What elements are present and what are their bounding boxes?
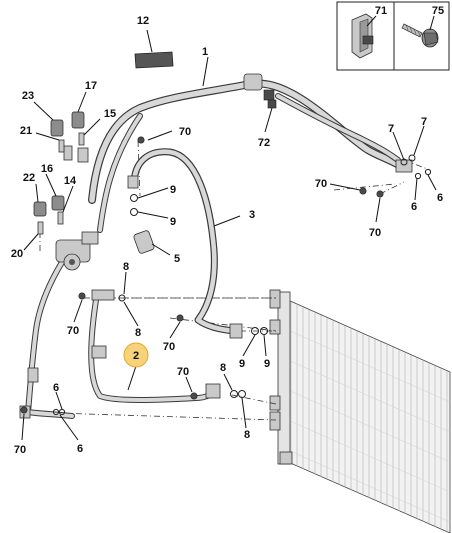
callout-7-a: 7 (388, 123, 394, 135)
callout-21: 21 (20, 125, 32, 137)
callout-6-a: 6 (411, 201, 417, 213)
callout-9-a: 9 (170, 184, 176, 196)
callout-20: 20 (11, 248, 23, 260)
callout-6-b: 6 (437, 192, 443, 204)
callout-3: 3 (249, 209, 255, 221)
callout-12: 12 (137, 15, 149, 27)
callout-5: 5 (174, 253, 180, 265)
hose-part-1 (88, 73, 413, 233)
callout-23: 23 (22, 90, 34, 102)
callout-8-d: 8 (244, 429, 250, 441)
screw-icon (401, 23, 439, 48)
callout-72: 72 (258, 137, 270, 149)
callout-75: 75 (432, 5, 444, 17)
compressor-fittings (55, 145, 155, 271)
condenser (269, 289, 451, 533)
callout-6-c: 6 (53, 382, 59, 394)
callout-labels: 1 2 3 5 6 6 6 6 7 7 8 8 8 8 9 9 9 9 12 1… (11, 5, 444, 456)
callout-9-b: 9 (170, 216, 176, 228)
callout-9-c: 9 (239, 358, 245, 370)
callout-9-d: 9 (264, 358, 270, 370)
callout-1: 1 (202, 46, 208, 58)
callout-8-a: 8 (123, 261, 129, 273)
callout-2-highlight (123, 342, 149, 368)
callout-71: 71 (375, 5, 387, 17)
small-parts (20, 99, 432, 416)
callout-17: 17 (85, 80, 97, 92)
callout-70-c: 70 (369, 227, 381, 239)
callout-70-g: 70 (14, 444, 26, 456)
callout-15: 15 (104, 108, 116, 120)
callout-70-a: 70 (179, 126, 191, 138)
inset-parts-box (336, 1, 450, 71)
leader-lines (21, 56, 437, 441)
bracket-clip-icon (351, 13, 374, 59)
callout-70-b: 70 (315, 178, 327, 190)
callout-70-e: 70 (163, 341, 175, 353)
callout-7-b: 7 (421, 116, 427, 128)
callout-6-d: 6 (77, 443, 83, 455)
callout-70-d: 70 (67, 325, 79, 337)
callout-70-f: 70 (177, 366, 189, 378)
callout-2: 2 (133, 350, 139, 362)
label-sticker-part-12 (134, 29, 174, 69)
callout-8-c: 8 (220, 362, 226, 374)
pipe-left (19, 247, 75, 419)
callout-14: 14 (64, 175, 77, 187)
hose-part-2 (88, 289, 221, 403)
callout-8-b: 8 (135, 327, 141, 339)
callout-16: 16 (41, 163, 53, 175)
hose-part-3 (127, 148, 243, 339)
callout-22: 22 (23, 172, 35, 184)
